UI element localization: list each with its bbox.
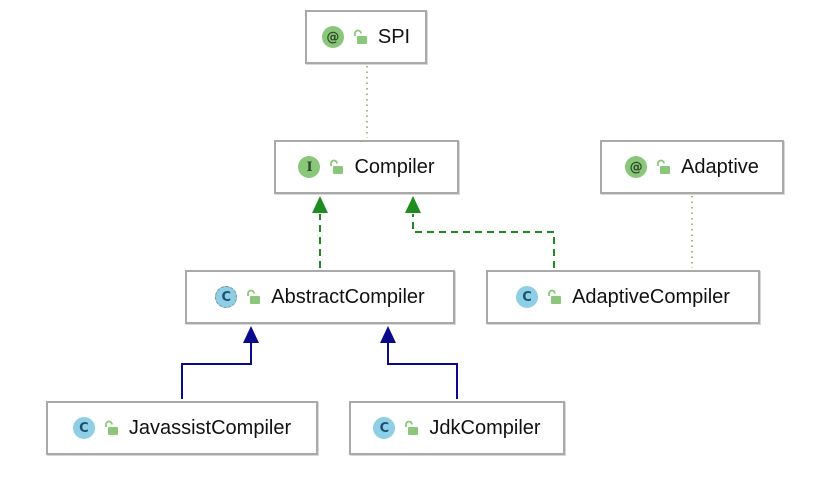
node-label: Compiler [354, 155, 435, 178]
class-icon: C [373, 417, 396, 439]
node-label: AbstractCompiler [271, 285, 425, 308]
node-label: AdaptiveCompiler [572, 285, 730, 308]
extends-arrowhead [380, 326, 396, 343]
annotation-node-adaptive[interactable]: @ Adaptive [600, 140, 784, 194]
class-node-jdk-compiler[interactable]: C JdkCompiler [349, 401, 565, 455]
class-icon: C [72, 417, 95, 439]
abstract-class-icon: C [215, 286, 238, 308]
abstract-class-node-abstract-compiler[interactable]: C AbstractCompiler [185, 270, 455, 324]
node-label: Adaptive [681, 155, 759, 178]
lock-open-icon [546, 289, 562, 305]
extends-arrowhead [243, 326, 259, 343]
class-node-adaptive-compiler[interactable]: C AdaptiveCompiler [486, 270, 760, 324]
annotation-icon: @ [321, 26, 344, 48]
implements-line-adaptivecompiler-compiler [412, 214, 555, 268]
node-label: JavassistCompiler [128, 416, 292, 439]
interface-icon: I [298, 156, 321, 178]
lock-open-icon [352, 29, 368, 45]
lock-open-icon [328, 159, 344, 175]
implements-arrowhead [312, 196, 328, 213]
lock-open-icon [103, 420, 119, 436]
node-label: SPI [377, 25, 411, 48]
lock-open-icon [655, 159, 671, 175]
lock-open-icon [403, 420, 419, 436]
class-node-javassist-compiler[interactable]: C JavassistCompiler [46, 401, 318, 455]
annotation-icon: @ [625, 156, 648, 178]
interface-node-compiler[interactable]: I Compiler [274, 140, 459, 194]
node-label: JdkCompiler [429, 416, 541, 439]
lock-open-icon [245, 289, 261, 305]
annotation-node-spi[interactable]: @ SPI [305, 10, 427, 64]
extends-line-javassistcompiler-abstractcompiler [181, 343, 252, 399]
class-icon: C [516, 286, 539, 308]
extends-line-jdkcompiler-abstractcompiler [387, 343, 458, 399]
implements-arrowhead [405, 196, 421, 213]
